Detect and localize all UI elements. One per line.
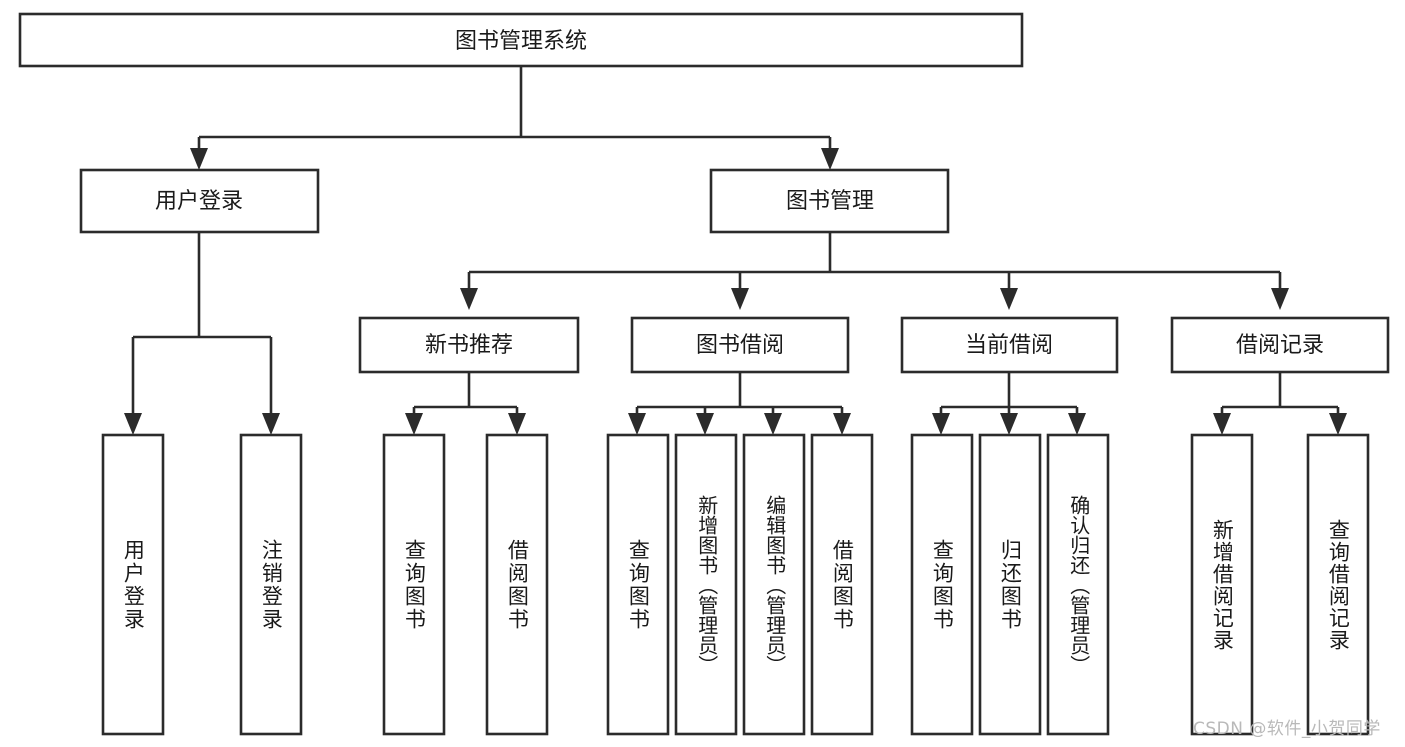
arrow-head-icon xyxy=(508,413,526,435)
arrow-head-icon xyxy=(696,413,714,435)
node-current-borrow-label: 当前借阅 xyxy=(965,333,1053,358)
arrow-head-icon xyxy=(405,413,423,435)
leaf-box-query-book-recommend[interactable] xyxy=(382,433,446,736)
arrow-head-icon xyxy=(764,413,782,435)
leaf-box-user-login[interactable] xyxy=(101,433,165,736)
leaf-box-return-book[interactable] xyxy=(978,433,1042,736)
leaf-box-query-borrow-record[interactable] xyxy=(1306,433,1370,736)
leaf-box-confirm-return-admin[interactable] xyxy=(1046,433,1110,736)
leaf-box-add-book-admin[interactable] xyxy=(674,433,738,736)
leaf-box-query-book-current[interactable] xyxy=(910,433,974,736)
connector-newbook-to-leaves xyxy=(405,372,526,435)
node-new-book-recommend[interactable]: 新书推荐 xyxy=(358,316,580,374)
node-borrow-record-box[interactable] xyxy=(1170,316,1390,374)
csdn-watermark: CSDN @软件_小贺同学 xyxy=(1193,719,1381,739)
node-book-borrow[interactable]: 图书借阅 xyxy=(630,316,850,374)
arrow-head-icon xyxy=(1329,413,1347,435)
arrow-head-icon xyxy=(1271,288,1289,310)
node-book-borrow-box[interactable] xyxy=(630,316,850,374)
arrow-head-icon xyxy=(1213,413,1231,435)
node-book-management[interactable]: 图书管理 xyxy=(709,168,950,234)
node-root[interactable]: 图书管理系统 xyxy=(18,12,1024,68)
leaf-box-edit-book-admin[interactable] xyxy=(742,433,806,736)
arrow-head-icon xyxy=(821,148,839,170)
leaf-box-logout[interactable] xyxy=(239,433,303,736)
node-current-borrow-box[interactable] xyxy=(900,316,1119,374)
arrow-head-icon xyxy=(1000,288,1018,310)
leaf-box-add-borrow-record[interactable] xyxy=(1190,433,1254,736)
connector-bookmgmt-to-level2 xyxy=(460,232,1289,310)
arrow-head-icon xyxy=(1000,413,1018,435)
connector-borrow-to-leaves xyxy=(628,372,851,435)
node-current-borrow[interactable]: 当前借阅 xyxy=(900,316,1119,374)
leaf-box-query-book-borrow[interactable] xyxy=(606,433,670,736)
leaf-box-borrow-book[interactable] xyxy=(810,433,874,736)
node-book-management-label: 图书管理 xyxy=(786,189,874,214)
node-root-box[interactable] xyxy=(18,12,1024,68)
arrow-head-icon xyxy=(124,413,142,435)
arrow-head-icon xyxy=(460,288,478,310)
connector-root-to-level1 xyxy=(190,66,839,170)
arrow-head-icon xyxy=(731,288,749,310)
arrow-head-icon xyxy=(833,413,851,435)
node-user-login[interactable]: 用户登录 xyxy=(79,168,320,234)
node-root-label: 图书管理系统 xyxy=(455,29,587,54)
node-book-management-box[interactable] xyxy=(709,168,950,234)
leaf-box-borrow-book-recommend[interactable] xyxy=(485,433,549,736)
node-user-login-label: 用户登录 xyxy=(155,189,243,214)
connector-userlogin-to-leaves xyxy=(124,232,280,435)
arrow-head-icon xyxy=(932,413,950,435)
arrow-head-icon xyxy=(190,148,208,170)
connector-record-to-leaves xyxy=(1213,372,1347,435)
arrow-head-icon xyxy=(262,413,280,435)
node-borrow-record[interactable]: 借阅记录 xyxy=(1170,316,1390,374)
connector-current-to-leaves xyxy=(932,372,1086,435)
node-new-book-recommend-label: 新书推荐 xyxy=(425,333,513,358)
node-borrow-record-label: 借阅记录 xyxy=(1236,333,1324,358)
arrow-head-icon xyxy=(628,413,646,435)
node-new-book-recommend-box[interactable] xyxy=(358,316,580,374)
arrow-head-icon xyxy=(1068,413,1086,435)
node-user-login-box[interactable] xyxy=(79,168,320,234)
node-book-borrow-label: 图书借阅 xyxy=(696,333,784,358)
